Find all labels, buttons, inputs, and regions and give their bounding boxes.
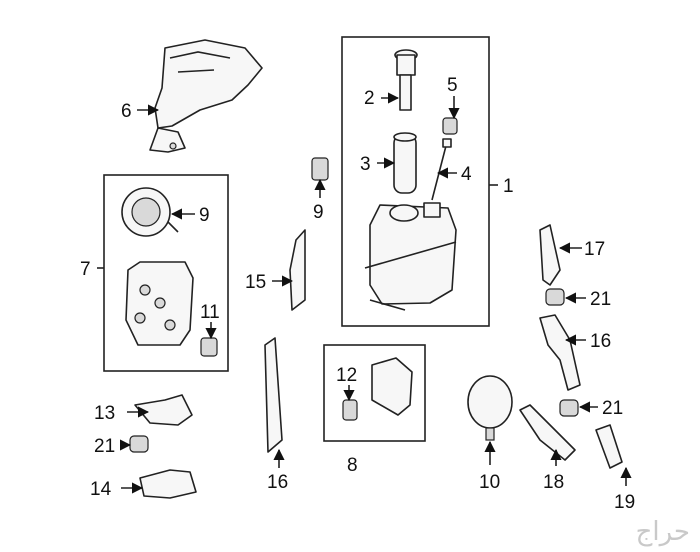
group-box-pump — [103, 174, 229, 372]
pulley-part — [121, 187, 179, 237]
bracket-part-18 — [539, 224, 561, 286]
heat-shield-part — [149, 39, 263, 153]
watermark-logo: حراج — [636, 517, 690, 547]
callout-9-upper: 9 — [313, 202, 324, 223]
accumulator-part-10 — [467, 375, 513, 441]
callout-3: 3 — [360, 154, 371, 175]
callout-11: 11 — [200, 302, 220, 323]
callout-6: 6 — [121, 101, 132, 122]
callout-13: 13 — [94, 403, 115, 424]
callout-12: 12 — [336, 365, 357, 386]
bushing-part-21-left — [129, 435, 149, 453]
callout-15: 15 — [245, 272, 266, 293]
fitting-part — [200, 337, 218, 357]
reservoir-cap-part — [394, 49, 418, 111]
bracket-part-19 — [519, 404, 576, 461]
group-box-reservoir — [341, 36, 490, 327]
callout-17: 16 — [590, 331, 611, 352]
callout-8: 8 — [347, 455, 358, 476]
callout-21-lower: 21 — [602, 398, 623, 419]
dipstick-part — [431, 138, 452, 201]
callout-21-upper: 21 — [590, 289, 611, 310]
bracket-part-20 — [595, 424, 623, 469]
mount-part-14 — [139, 469, 197, 499]
callout-19: 18 — [543, 472, 564, 493]
callout-5: 5 — [447, 75, 458, 96]
reservoir-tank-part — [364, 202, 457, 311]
sensor-part — [342, 357, 413, 421]
mount-part-13 — [134, 394, 193, 426]
callout-14: 14 — [90, 479, 112, 500]
callout-4: 4 — [461, 164, 472, 185]
callout-9-lower: 9 — [199, 205, 210, 226]
bushing-part-upper — [311, 157, 329, 181]
leader-lines — [97, 92, 632, 494]
callout-10: 10 — [479, 472, 500, 493]
bushing-part-21-upper — [545, 288, 565, 306]
bracket-part-15 — [289, 229, 306, 311]
pump-body-part — [125, 261, 194, 346]
callout-18: 17 — [584, 239, 605, 260]
bracket-part-16 — [264, 337, 283, 453]
callout-21-left: 21 — [94, 436, 115, 457]
callout-7: 7 — [80, 259, 91, 280]
callout-20: 19 — [614, 492, 635, 513]
bushing-part-21-lower — [559, 399, 579, 417]
bracket-part-17 — [539, 314, 581, 391]
group-box-sensor — [323, 344, 426, 442]
callout-2: 2 — [364, 88, 375, 109]
callout-16: 16 — [267, 472, 288, 493]
filter-part — [393, 132, 417, 194]
callout-1: 1 — [503, 176, 514, 197]
small-cap-part — [442, 117, 458, 135]
